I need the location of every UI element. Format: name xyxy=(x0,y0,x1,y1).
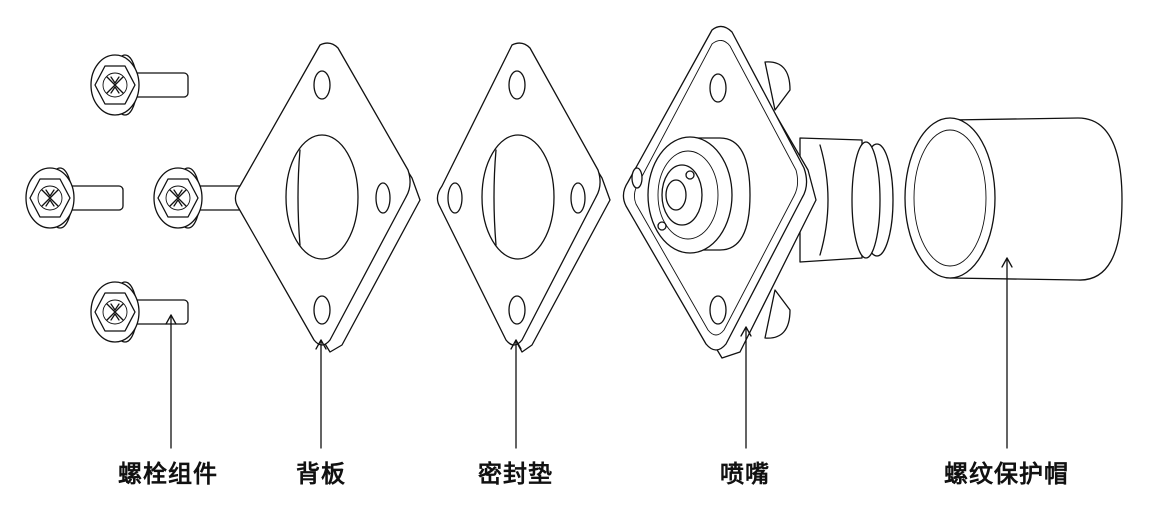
nozzle xyxy=(622,25,894,359)
label-thread-protection-cap: 螺纹保护帽 xyxy=(944,460,1069,488)
label-nozzle: 喷嘴 xyxy=(720,460,770,488)
bolt-top xyxy=(90,54,189,116)
gasket xyxy=(436,42,611,353)
bolt-bottom xyxy=(90,281,189,343)
back-plate xyxy=(234,42,421,353)
label-bolt-assembly: 螺栓组件 xyxy=(118,460,218,488)
label-gasket: 密封垫 xyxy=(478,460,553,488)
label-back-plate: 背板 xyxy=(296,460,346,488)
bolt-left xyxy=(25,167,124,229)
leader-lines xyxy=(165,257,1013,449)
thread-protection-cap xyxy=(904,117,1123,281)
